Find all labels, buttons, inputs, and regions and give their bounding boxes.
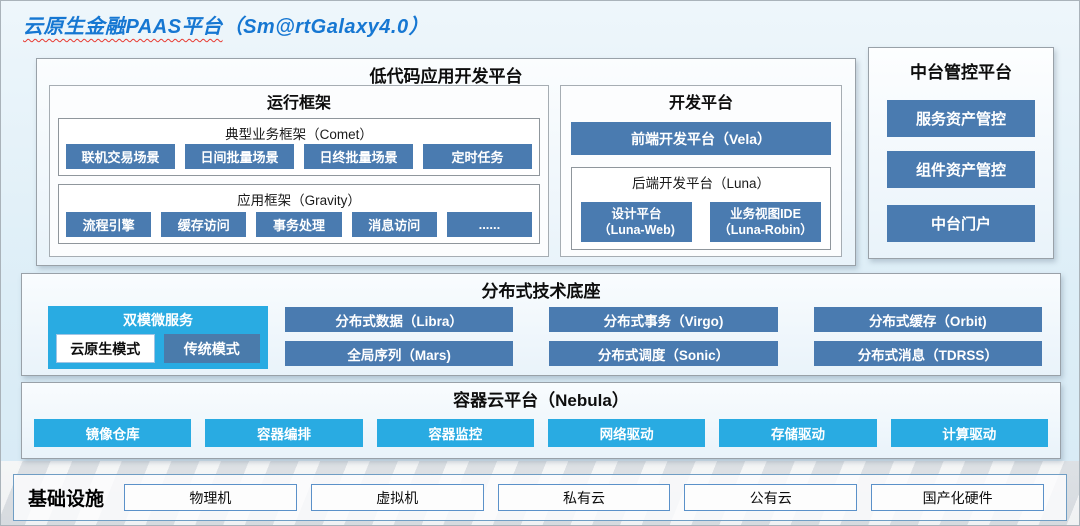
block-image-registry: 镜像仓库 bbox=[34, 419, 192, 447]
lowcode-platform-title: 低代码应用开发平台 bbox=[369, 67, 523, 86]
block-virtual-machine: 虚拟机 bbox=[310, 484, 484, 511]
block-distributed-data-libra: 分布式数据（Libra） bbox=[285, 307, 514, 332]
lowcode-platform-section: 低代码应用开发平台 运行框架 典型业务框架（Comet） 联机交易场景 日间批量… bbox=[36, 58, 856, 266]
page-title: 云原生金融PAAS平台（Sm@rtGalaxy4.0） bbox=[23, 10, 429, 39]
runtime-framework-title: 运行框架 bbox=[266, 95, 331, 112]
luna-backend-title: 后端开发平台（Luna） bbox=[631, 176, 771, 191]
block-midplatform-portal: 中台门户 bbox=[887, 205, 1035, 242]
distributed-base-section: 分布式技术底座 双模微服务 云原生模式 传统模式 分布式数据（Libra） 分布… bbox=[21, 273, 1061, 376]
block-public-cloud: 公有云 bbox=[684, 484, 858, 511]
block-transaction-processing: 事务处理 bbox=[256, 212, 342, 237]
page-title-suffix: （Sm@rtGalaxy4.0） bbox=[222, 16, 430, 38]
block-private-cloud: 私有云 bbox=[497, 484, 671, 511]
comet-blocks-row: 联机交易场景 日间批量场景 日终批量场景 定时任务 bbox=[66, 144, 532, 169]
dev-platform-section: 开发平台 前端开发平台（Vela） 后端开发平台（Luna） 设计平台 （Lun… bbox=[560, 85, 842, 257]
block-vela-frontend-platform: 前端开发平台（Vela） bbox=[571, 122, 831, 155]
comet-framework-title: 典型业务框架（Comet） bbox=[225, 127, 373, 142]
block-global-sequence-mars: 全局序列（Mars) bbox=[285, 341, 514, 366]
block-network-driver: 网络驱动 bbox=[547, 419, 706, 447]
block-more-ellipsis: ...... bbox=[446, 212, 533, 237]
block-physical-machine: 物理机 bbox=[124, 484, 297, 511]
distributed-base-title: 分布式技术底座 bbox=[481, 282, 601, 301]
block-cloud-native-mode: 云原生模式 bbox=[56, 334, 155, 363]
block-traditional-mode: 传统模式 bbox=[163, 334, 260, 363]
block-container-orchestration: 容器编排 bbox=[205, 419, 363, 447]
block-scheduled-task: 定时任务 bbox=[423, 144, 532, 169]
block-compute-driver: 计算驱动 bbox=[890, 419, 1048, 447]
infrastructure-section: 基础设施 物理机 虚拟机 私有云 公有云 国产化硬件 bbox=[13, 474, 1067, 521]
luna-backend-group: 后端开发平台（Luna） 设计平台 （Luna-Web) 业务视图IDE （Lu… bbox=[571, 167, 831, 250]
infrastructure-title: 基础设施 bbox=[28, 489, 105, 510]
nebula-blocks-row: 镜像仓库 容器编排 容器监控 网络驱动 存储驱动 计算驱动 bbox=[34, 419, 1048, 447]
distributed-blocks-grid: 分布式数据（Libra） 分布式事务（Virgo) 分布式缓存（Orbit) 全… bbox=[285, 307, 1042, 366]
block-container-monitoring: 容器监控 bbox=[376, 419, 534, 447]
runtime-framework-section: 运行框架 典型业务框架（Comet） 联机交易场景 日间批量场景 日终批量场景 … bbox=[49, 85, 549, 257]
midplatform-title: 中台管控平台 bbox=[910, 63, 1012, 82]
block-distributed-scheduling-sonic: 分布式调度（Sonic） bbox=[549, 341, 778, 366]
dual-mode-title: 双模微服务 bbox=[123, 312, 193, 328]
block-luna-web-design-platform: 设计平台 （Luna-Web) bbox=[581, 202, 692, 242]
block-distributed-transaction-virgo: 分布式事务（Virgo) bbox=[549, 307, 778, 332]
block-cache-access: 缓存访问 bbox=[161, 212, 247, 237]
block-service-asset-control: 服务资产管控 bbox=[887, 100, 1035, 137]
dual-mode-blocks-row: 云原生模式 传统模式 bbox=[56, 334, 260, 363]
comet-framework-group: 典型业务框架（Comet） 联机交易场景 日间批量场景 日终批量场景 定时任务 bbox=[58, 118, 540, 176]
block-distributed-cache-orbit: 分布式缓存（Orbit) bbox=[813, 307, 1042, 332]
nebula-title: 容器云平台（Nebula） bbox=[453, 391, 629, 410]
gravity-blocks-row: 流程引擎 缓存访问 事务处理 消息访问 ...... bbox=[66, 212, 533, 237]
gravity-framework-title: 应用框架（Gravity） bbox=[237, 193, 361, 208]
luna-blocks-row: 设计平台 （Luna-Web) 业务视图IDE （Luna-Robin） bbox=[581, 202, 821, 242]
block-storage-driver: 存储驱动 bbox=[719, 419, 877, 447]
block-domestic-hardware: 国产化硬件 bbox=[871, 484, 1044, 511]
luna-robin-line1: 业务视图IDE bbox=[730, 206, 801, 221]
block-message-access: 消息访问 bbox=[351, 212, 437, 237]
dual-mode-microservice-group: 双模微服务 云原生模式 传统模式 bbox=[48, 306, 268, 369]
block-process-engine: 流程引擎 bbox=[66, 212, 152, 237]
luna-robin-line2: （Luna-Robin） bbox=[718, 223, 813, 237]
luna-web-line1: 设计平台 bbox=[611, 206, 662, 221]
dev-platform-title: 开发平台 bbox=[668, 95, 733, 112]
block-daytime-batch: 日间批量场景 bbox=[185, 144, 294, 169]
block-component-asset-control: 组件资产管控 bbox=[887, 151, 1035, 188]
block-endofday-batch: 日终批量场景 bbox=[304, 144, 413, 169]
block-luna-robin-ide: 业务视图IDE （Luna-Robin） bbox=[710, 202, 821, 242]
gravity-framework-group: 应用框架（Gravity） 流程引擎 缓存访问 事务处理 消息访问 ...... bbox=[58, 184, 540, 244]
block-distributed-message-tdrss: 分布式消息（TDRSS） bbox=[813, 341, 1042, 366]
luna-web-line2: （Luna-Web) bbox=[598, 223, 675, 237]
nebula-container-cloud-section: 容器云平台（Nebula） 镜像仓库 容器编排 容器监控 网络驱动 存储驱动 计… bbox=[21, 382, 1061, 459]
midplatform-control-section: 中台管控平台 服务资产管控 组件资产管控 中台门户 bbox=[868, 47, 1054, 259]
page-title-main: 云原生金融PAAS平台 bbox=[23, 16, 223, 38]
block-online-transaction: 联机交易场景 bbox=[66, 144, 175, 169]
